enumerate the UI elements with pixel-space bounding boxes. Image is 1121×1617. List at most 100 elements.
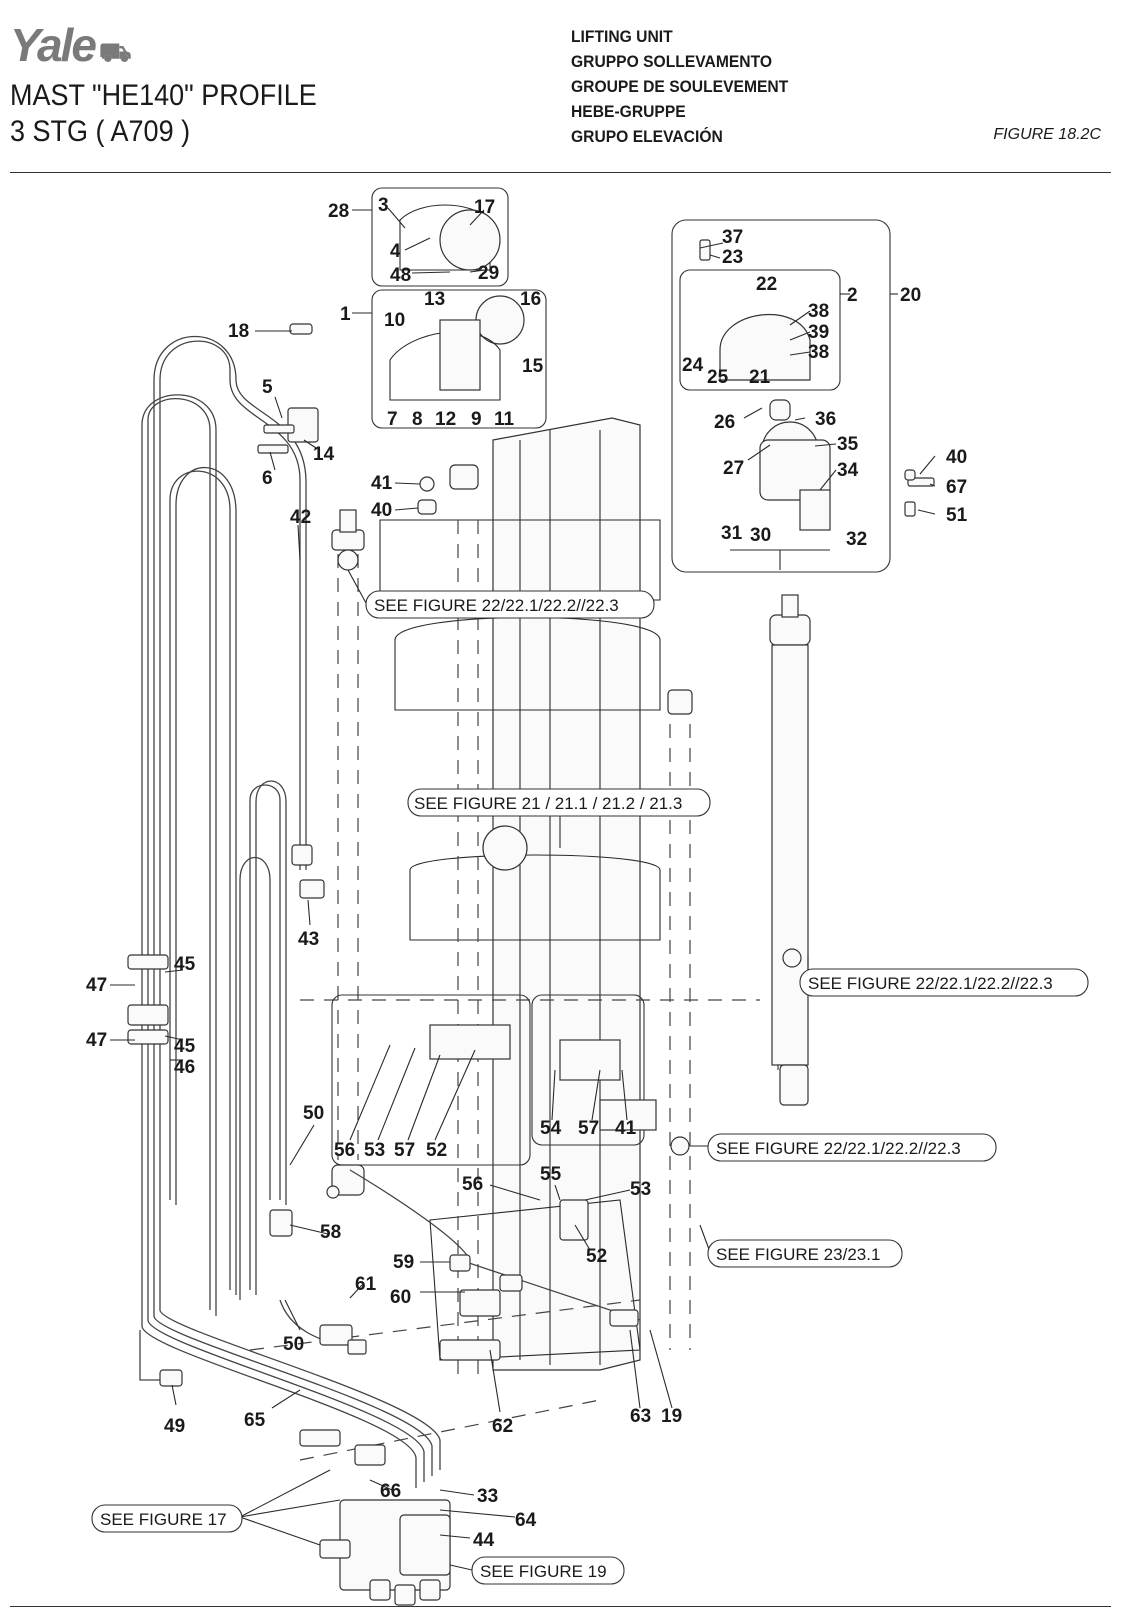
header-divider <box>10 172 1111 173</box>
callout-label: 9 <box>471 409 482 430</box>
callout-label: 24 <box>682 355 704 376</box>
callout-label: 4 <box>390 241 401 262</box>
reference-label-fig17: SEE FIGURE 17 <box>91 1504 243 1533</box>
detail-box-group-20 <box>671 219 891 573</box>
callout-label: 14 <box>313 444 335 465</box>
detail-box-valve <box>331 994 657 1166</box>
callout-label: 22 <box>756 274 777 295</box>
detail-box-sprocket-28 <box>371 187 509 287</box>
callout-label: 40 <box>946 447 967 468</box>
mast-body <box>379 417 661 1371</box>
reference-text: SEE FIGURE 22/22.1/22.2//22.3 <box>374 596 619 615</box>
callout-label: 44 <box>473 1530 495 1551</box>
callout-label: 7 <box>387 409 398 430</box>
callout-label: 56 <box>334 1140 355 1161</box>
callout-label: 65 <box>244 1410 266 1431</box>
callout-label: 58 <box>320 1222 341 1243</box>
reference-label-fig22-right: SEE FIGURE 22/22.1/22.2//22.3 <box>799 968 1089 997</box>
callout-label: 25 <box>707 367 729 388</box>
callout-label: 23 <box>722 247 743 268</box>
callout-label: 61 <box>355 1274 377 1295</box>
callout-label: 64 <box>515 1510 537 1531</box>
callout-label: 54 <box>540 1118 562 1139</box>
title-en: LIFTING UNIT <box>571 27 673 46</box>
callout-label: 55 <box>540 1164 562 1185</box>
reference-label-fig19: SEE FIGURE 19 <box>471 1556 625 1585</box>
title-it: GRUPPO SOLLEVAMENTO <box>571 52 773 71</box>
reference-text: SEE FIGURE 23/23.1 <box>716 1245 880 1264</box>
callout-label: 52 <box>426 1140 447 1161</box>
reference-label-fig22-top: SEE FIGURE 22/22.1/22.2//22.3 <box>365 590 655 619</box>
forklift-icon: ⛟ <box>98 37 132 67</box>
callout-label: 53 <box>630 1179 651 1200</box>
callout-label: 63 <box>630 1406 651 1427</box>
callout-label: 3 <box>378 195 389 216</box>
callout-label: 37 <box>722 227 743 248</box>
callout-label: 57 <box>578 1118 599 1139</box>
callout-label: 49 <box>164 1416 185 1437</box>
callout-label: 56 <box>462 1174 483 1195</box>
callout-label: 62 <box>492 1416 513 1437</box>
title-fr: GROUPE DE SOULEVEMENT <box>571 77 789 96</box>
callout-label: 41 <box>371 473 393 494</box>
callout-label: 38 <box>808 301 829 322</box>
callout-labels: 28 3 17 4 48 29 1 13 16 10 15 7 8 12 9 1… <box>86 195 968 1551</box>
callout-label: 32 <box>846 529 867 550</box>
callout-label: 10 <box>384 310 405 331</box>
callout-label: 42 <box>290 507 311 528</box>
hose-fittings <box>127 844 639 1606</box>
callout-label: 43 <box>298 929 319 950</box>
callout-label: 36 <box>815 409 836 430</box>
callout-label: 18 <box>228 321 249 342</box>
callout-label: 51 <box>946 505 968 526</box>
title-de: HEBE-GRUPPE <box>571 102 686 121</box>
callout-label: 1 <box>340 304 351 325</box>
model-line-1: MAST "HE140" PROFILE <box>10 79 317 112</box>
callout-label: 33 <box>477 1486 498 1507</box>
reference-text: SEE FIGURE 17 <box>100 1510 227 1529</box>
callout-label: 38 <box>808 342 829 363</box>
lift-cylinder-left <box>331 509 365 1196</box>
callout-label: 48 <box>390 265 411 286</box>
callout-label: 19 <box>661 1406 682 1427</box>
detail-box-sprocket-1 <box>371 289 547 429</box>
callout-label: 60 <box>390 1287 411 1308</box>
callout-label: 17 <box>474 197 495 218</box>
callout-label: 45 <box>174 954 196 975</box>
callout-label: 16 <box>520 289 541 310</box>
callout-label: 66 <box>380 1481 401 1502</box>
callout-label: 41 <box>615 1118 637 1139</box>
callout-label: 31 <box>721 523 743 544</box>
callout-label: 30 <box>750 525 771 546</box>
reference-label-fig21: SEE FIGURE 21 / 21.1 / 21.2 / 21.3 <box>407 788 711 817</box>
callout-label: 29 <box>478 263 499 284</box>
callout-label: 11 <box>494 409 515 430</box>
model-line-2: 3 STG ( A709 ) <box>10 115 191 148</box>
reference-label-fig23: SEE FIGURE 23/23.1 <box>707 1239 903 1268</box>
callout-label: 67 <box>946 477 967 498</box>
reference-text: SEE FIGURE 22/22.1/22.2//22.3 <box>808 974 1053 993</box>
callout-label: 13 <box>424 289 445 310</box>
callout-label: 50 <box>303 1103 324 1124</box>
section-titles: LIFTING UNIT GRUPPO SOLLEVAMENTO GROUPE … <box>571 24 788 149</box>
callout-label: 12 <box>435 409 456 430</box>
lift-cylinder-right <box>667 594 811 1106</box>
callout-label: 34 <box>837 460 859 481</box>
callout-label: 45 <box>174 1036 196 1057</box>
figure-number: FIGURE 18.2C <box>993 126 1101 143</box>
callout-label: 21 <box>749 367 771 388</box>
callout-label: 28 <box>328 201 349 222</box>
title-es: GRUPO ELEVACIÓN <box>571 127 723 146</box>
callout-label: 53 <box>364 1140 385 1161</box>
callout-label: 40 <box>371 500 392 521</box>
hydraulic-hoses <box>139 336 641 1488</box>
leader-lines <box>110 207 936 1571</box>
callout-label: 47 <box>86 1030 107 1051</box>
reference-text: SEE FIGURE 19 <box>480 1562 607 1581</box>
callout-label: 27 <box>723 458 744 479</box>
callout-label: 46 <box>174 1057 195 1078</box>
callout-label: 26 <box>714 412 735 433</box>
callout-label: 6 <box>262 468 273 489</box>
callout-label: 57 <box>394 1140 415 1161</box>
